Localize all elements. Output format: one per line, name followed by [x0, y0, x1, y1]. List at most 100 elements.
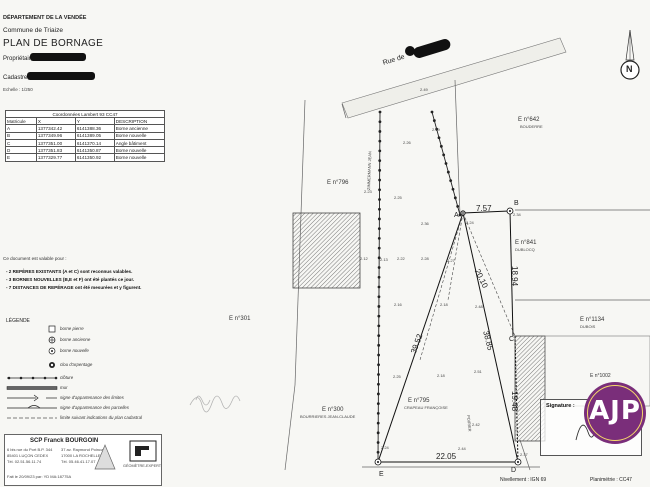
- owner-name: CRAPEAU FRANÇOISE: [404, 405, 448, 410]
- notes-item: - 3 BORNES NOUVELLES (B,E et F) ont été …: [6, 277, 135, 282]
- altitude-label: 2.26: [403, 140, 411, 145]
- legend-item: borne nouvelle: [4, 347, 160, 356]
- fence-dot: [376, 402, 380, 406]
- legend-item: mur: [4, 384, 160, 393]
- fence-dot: [378, 159, 382, 163]
- altitude-label: 2.18: [440, 302, 448, 307]
- address-line: 37 av. Raymond Poincaré: [61, 447, 107, 452]
- owner-label: Propriétaire: [3, 56, 35, 62]
- altitude-label: 2.24: [381, 445, 389, 450]
- cadastre-label: Cadastre: [3, 75, 28, 81]
- altitude-label: 2.48: [475, 304, 483, 309]
- legend-label: signe d'appartenance des limites: [60, 395, 124, 400]
- construction-line: [419, 212, 464, 361]
- limit-a-e: [377, 212, 464, 463]
- compass-north-label: N: [626, 64, 633, 74]
- table-cell: 1377351.00: [35, 138, 76, 148]
- point-label: E: [379, 471, 384, 478]
- firm-footer: SCP Franck BOURGOIN 6 bis rue du Port B.…: [4, 434, 162, 486]
- point-label: A: [454, 212, 459, 219]
- table-cell: A: [5, 124, 37, 133]
- wall-line-icon: [6, 386, 58, 390]
- legend-label: clôture: [60, 375, 74, 380]
- table-cell: Borne nouvelle: [113, 153, 166, 162]
- altitude-label: 2.49: [420, 87, 428, 92]
- building-right: [514, 335, 546, 442]
- fence-dot: [451, 187, 455, 191]
- fence-dot: [377, 236, 381, 240]
- circle-dot-icon: [48, 347, 56, 355]
- address-line: Tél. 05.46.41.17.07: [61, 459, 96, 464]
- fence-dot: [377, 353, 381, 357]
- fence-dot: [376, 392, 380, 396]
- altitude-label: 2.22: [397, 256, 405, 261]
- owner-name: DUBOIS: [580, 324, 596, 329]
- nail-icon: [49, 362, 55, 368]
- parcel-label: E n°796: [327, 180, 349, 186]
- scale-label: Echelle : 1/250: [3, 87, 33, 92]
- planimetrie-label: Planimétrie : CC47: [590, 477, 632, 483]
- fence-dot: [456, 205, 460, 208]
- altitude-label: 2.28: [421, 256, 429, 261]
- parcel-boundary: [341, 103, 347, 119]
- point-label: B: [514, 200, 519, 207]
- cadastre-redaction: [27, 72, 95, 80]
- page-title: PLAN DE BORNAGE: [3, 38, 104, 49]
- address-line: 85401 LUÇON CEDEX: [7, 453, 49, 458]
- fence-dot: [437, 136, 441, 140]
- point-marker-d: [514, 458, 522, 466]
- logo-ring: [587, 385, 643, 441]
- table-cell: E: [5, 153, 37, 162]
- fence-dot: [458, 213, 462, 217]
- legend-item: borne pierre: [4, 325, 160, 334]
- construction-line: [462, 212, 516, 337]
- legend-item: clôture: [4, 374, 160, 383]
- fence-dot: [377, 314, 381, 318]
- legend-label: clou d'arpentage: [60, 362, 93, 367]
- gavel-icon: [94, 444, 116, 470]
- distance-label: 7.57: [476, 204, 492, 213]
- fence-dot: [377, 363, 380, 367]
- distance-label: 22.05: [436, 452, 457, 461]
- parcel-label: E n°301: [229, 316, 251, 322]
- column-header: Matricule: [5, 117, 37, 126]
- fence-dot: [430, 110, 434, 114]
- fence-dot: [377, 227, 381, 231]
- square-icon: [48, 325, 56, 333]
- altitude-label: 2.36: [421, 221, 429, 226]
- fence-dot: [378, 149, 382, 153]
- parcel-label: E n°642: [518, 117, 540, 123]
- legend-item: clou d'arpentage: [4, 361, 160, 370]
- fence-dot: [377, 256, 381, 260]
- altitude-label: 2.13: [380, 257, 388, 262]
- fence-dot: [377, 305, 381, 308]
- coordinates-caption: Coordonnées Lambert 93 CC47: [5, 109, 165, 119]
- fence-dot: [439, 144, 443, 148]
- point-label: D: [511, 467, 517, 474]
- coordinates-table: Coordonnées Lambert 93 CC47 Matricule X …: [5, 109, 166, 162]
- signature-label: Signature :: [546, 403, 575, 409]
- owner-name: POIRIER: [466, 414, 473, 432]
- legend-label: borne ancienne: [60, 337, 91, 342]
- department-label: DÉPARTEMENT DE LA VENDÉE: [3, 15, 87, 21]
- notes-item: - 2 REPÈRES EXISTANTS (A et C) sont reco…: [6, 269, 133, 274]
- notes-intro: Ce document est valable pour :: [3, 256, 67, 261]
- street-redaction: [405, 37, 453, 60]
- owner-name: BOUDERRE: [520, 124, 543, 129]
- table-cell: 6141389.05: [74, 131, 115, 140]
- address-line: Tél. 02.51.56.11.74: [7, 459, 42, 464]
- fence-dot: [377, 217, 381, 221]
- altitude-label: 2.19: [432, 127, 440, 132]
- fence-dot: [378, 178, 382, 182]
- altitude-label: 2.24: [466, 220, 474, 225]
- fence-dot: [377, 266, 381, 269]
- fence-dots-top: [430, 110, 462, 217]
- fence-dot: [378, 120, 382, 124]
- table-cell: 1377351.83: [35, 146, 76, 155]
- table-cell: 1377349.96: [35, 131, 76, 140]
- owner-redaction: [30, 53, 86, 61]
- limit-a-d: [462, 212, 519, 463]
